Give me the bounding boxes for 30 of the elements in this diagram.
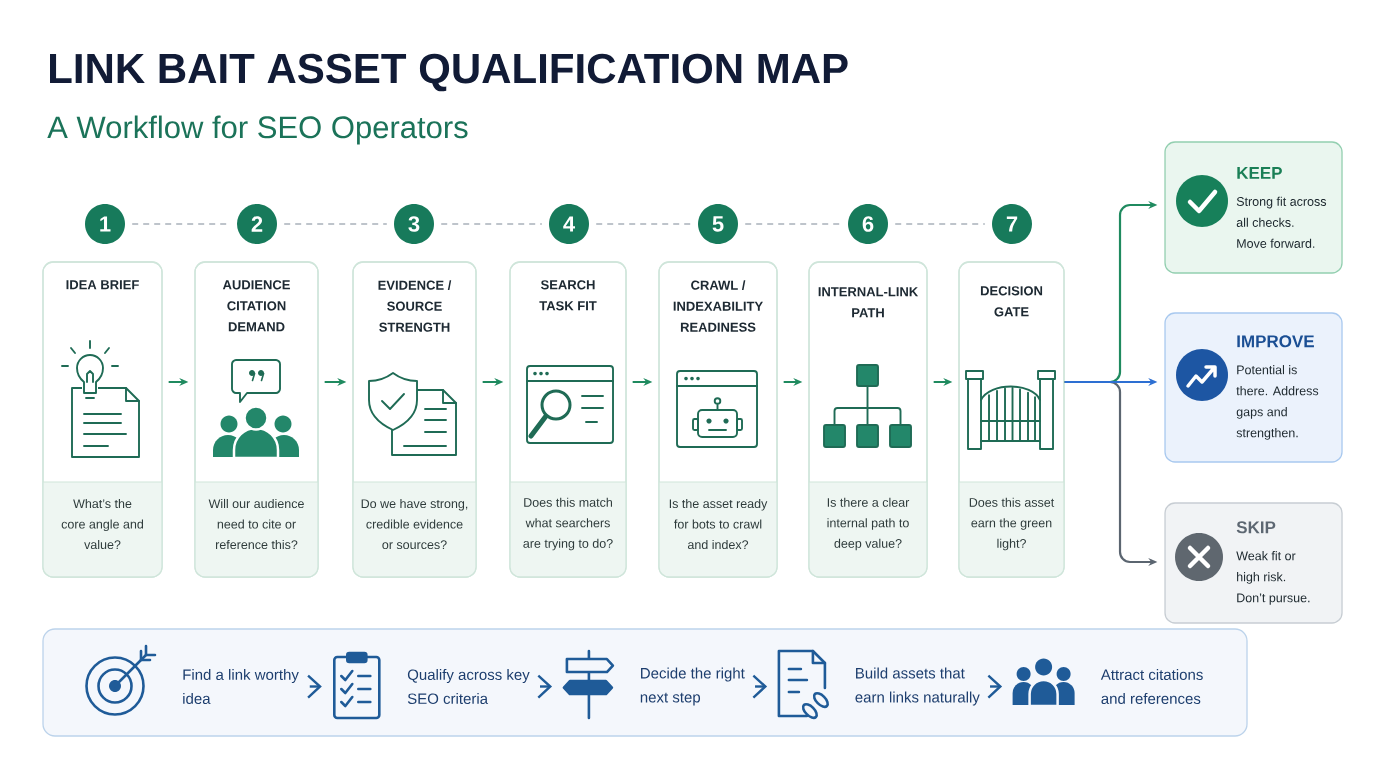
dashed-line	[440, 223, 543, 225]
step-card: EVIDENCE / SOURCE STRENGTH Do we have strong, credible evidence or sources?	[352, 261, 477, 578]
step-card: CRAWL / INDEXABILITY READINESS Is the asset ready for bots to crawl and index?	[658, 261, 778, 578]
step-text: Decide the right next step	[640, 667, 745, 706]
step-text: Qualify across key SEO criteria	[407, 669, 530, 704]
dashed-line	[744, 223, 842, 225]
step-card: DECISION GATE Does this asset earn the green light?	[958, 261, 1065, 578]
step-number: 1	[85, 204, 125, 244]
outcome-card: SKIP Weak fit or high risk. Don’t pursue.	[1164, 502, 1343, 624]
dashed-line	[283, 223, 388, 225]
step-card: INTERNAL-LINK PATH Is there a clear internal path to deep value?	[808, 261, 928, 578]
step-number: 3	[394, 204, 434, 244]
step-number: 4	[549, 204, 589, 244]
outcome-card: KEEP Strong fit across all checks. Move forward.	[1164, 141, 1343, 274]
step-text: Find a link worthy idea	[183, 669, 299, 704]
step-text: Build assets that earn links naturally	[855, 667, 980, 706]
subtitle: A Workflow for SEO Operators	[47, 115, 468, 145]
step-card: SEARCH TASK FIT Does this match what searchers are trying to do?	[509, 261, 627, 578]
step-number: 2	[237, 204, 277, 244]
step-number: 6	[848, 204, 888, 244]
step-number: 5	[698, 204, 738, 244]
outcome-card: IMPROVE Potential is there. Address gaps and strengthen.	[1164, 312, 1343, 463]
panel	[42, 628, 1248, 737]
dashed-line	[894, 223, 986, 225]
step-card: IDEA BRIEF What’s the core angle and value?	[42, 261, 163, 578]
step-number: 7	[992, 204, 1032, 244]
step-card: AUDIENCE CITATION DEMAND Will our audience need to cite or reference this?	[194, 261, 319, 578]
dashed-line	[595, 223, 692, 225]
title: LINK BAIT ASSET QUALIFICATION MAP	[50, 53, 848, 92]
step-text: Attract citations and references	[1100, 669, 1203, 704]
